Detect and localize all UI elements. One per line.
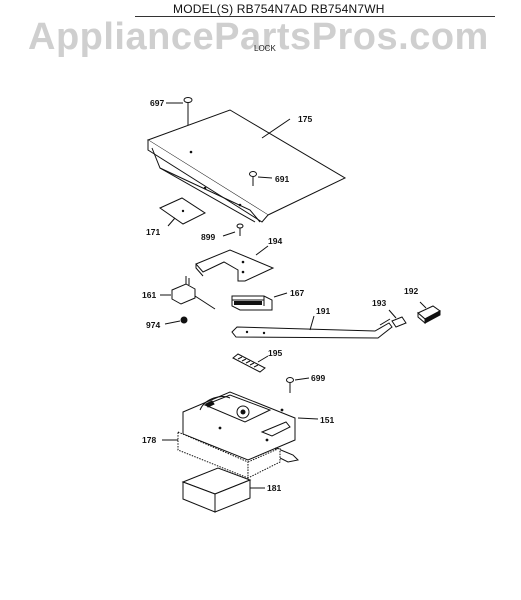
leader-151: [297, 417, 319, 420]
part-193-connector[interactable]: [391, 316, 407, 328]
part-699-screw[interactable]: [286, 377, 294, 394]
leader-195: [257, 355, 269, 363]
label-974[interactable]: 974: [146, 320, 160, 330]
part-194-bracket[interactable]: [195, 249, 275, 282]
label-899[interactable]: 899: [201, 232, 215, 242]
part-167-block[interactable]: [231, 295, 273, 311]
part-175-cover[interactable]: [146, 109, 347, 223]
watermark: AppliancePartsPros.com: [28, 16, 489, 58]
leader-191: [309, 315, 315, 331]
part-974-nut[interactable]: [180, 316, 188, 324]
part-899-screw[interactable]: [236, 223, 244, 236]
label-181[interactable]: 181: [267, 483, 281, 493]
leader-171: [167, 217, 176, 227]
label-171[interactable]: 171: [146, 227, 160, 237]
label-151[interactable]: 151: [320, 415, 334, 425]
label-699[interactable]: 699: [311, 373, 325, 383]
part-151-lock-mechanism[interactable]: [182, 391, 300, 463]
leader-192: [419, 301, 427, 309]
part-192-knob[interactable]: [417, 305, 441, 325]
part-171-pad[interactable]: [158, 197, 207, 225]
leader-175: [261, 118, 291, 139]
leader-194: [255, 245, 269, 256]
leader-974: [164, 320, 181, 325]
part-195-spring[interactable]: [232, 353, 266, 373]
part-181-block[interactable]: [181, 467, 252, 513]
part-178-housing[interactable]: [177, 431, 281, 479]
header-rule: [135, 16, 495, 17]
label-167[interactable]: 167: [290, 288, 304, 298]
label-175[interactable]: 175: [298, 114, 312, 124]
leader-167: [273, 292, 288, 298]
leader-691: [257, 176, 273, 179]
label-161[interactable]: 161: [142, 290, 156, 300]
label-195[interactable]: 195: [268, 348, 282, 358]
part-691-screw[interactable]: [249, 171, 257, 187]
section-title: LOCK: [254, 44, 276, 53]
part-697-screw[interactable]: [183, 97, 193, 129]
part-191-rod[interactable]: [231, 318, 393, 339]
leader-899: [222, 231, 236, 237]
label-194[interactable]: 194: [268, 236, 282, 246]
leader-193: [388, 309, 397, 319]
label-691[interactable]: 691: [275, 174, 289, 184]
leader-699: [294, 377, 310, 381]
label-178[interactable]: 178: [142, 435, 156, 445]
model-numbers: MODEL(S) RB754N7AD RB754N7WH: [173, 2, 385, 16]
label-191[interactable]: 191: [316, 306, 330, 316]
label-697[interactable]: 697: [150, 98, 164, 108]
part-161-switch[interactable]: [171, 276, 216, 310]
label-193[interactable]: 193: [372, 298, 386, 308]
label-192[interactable]: 192: [404, 286, 418, 296]
